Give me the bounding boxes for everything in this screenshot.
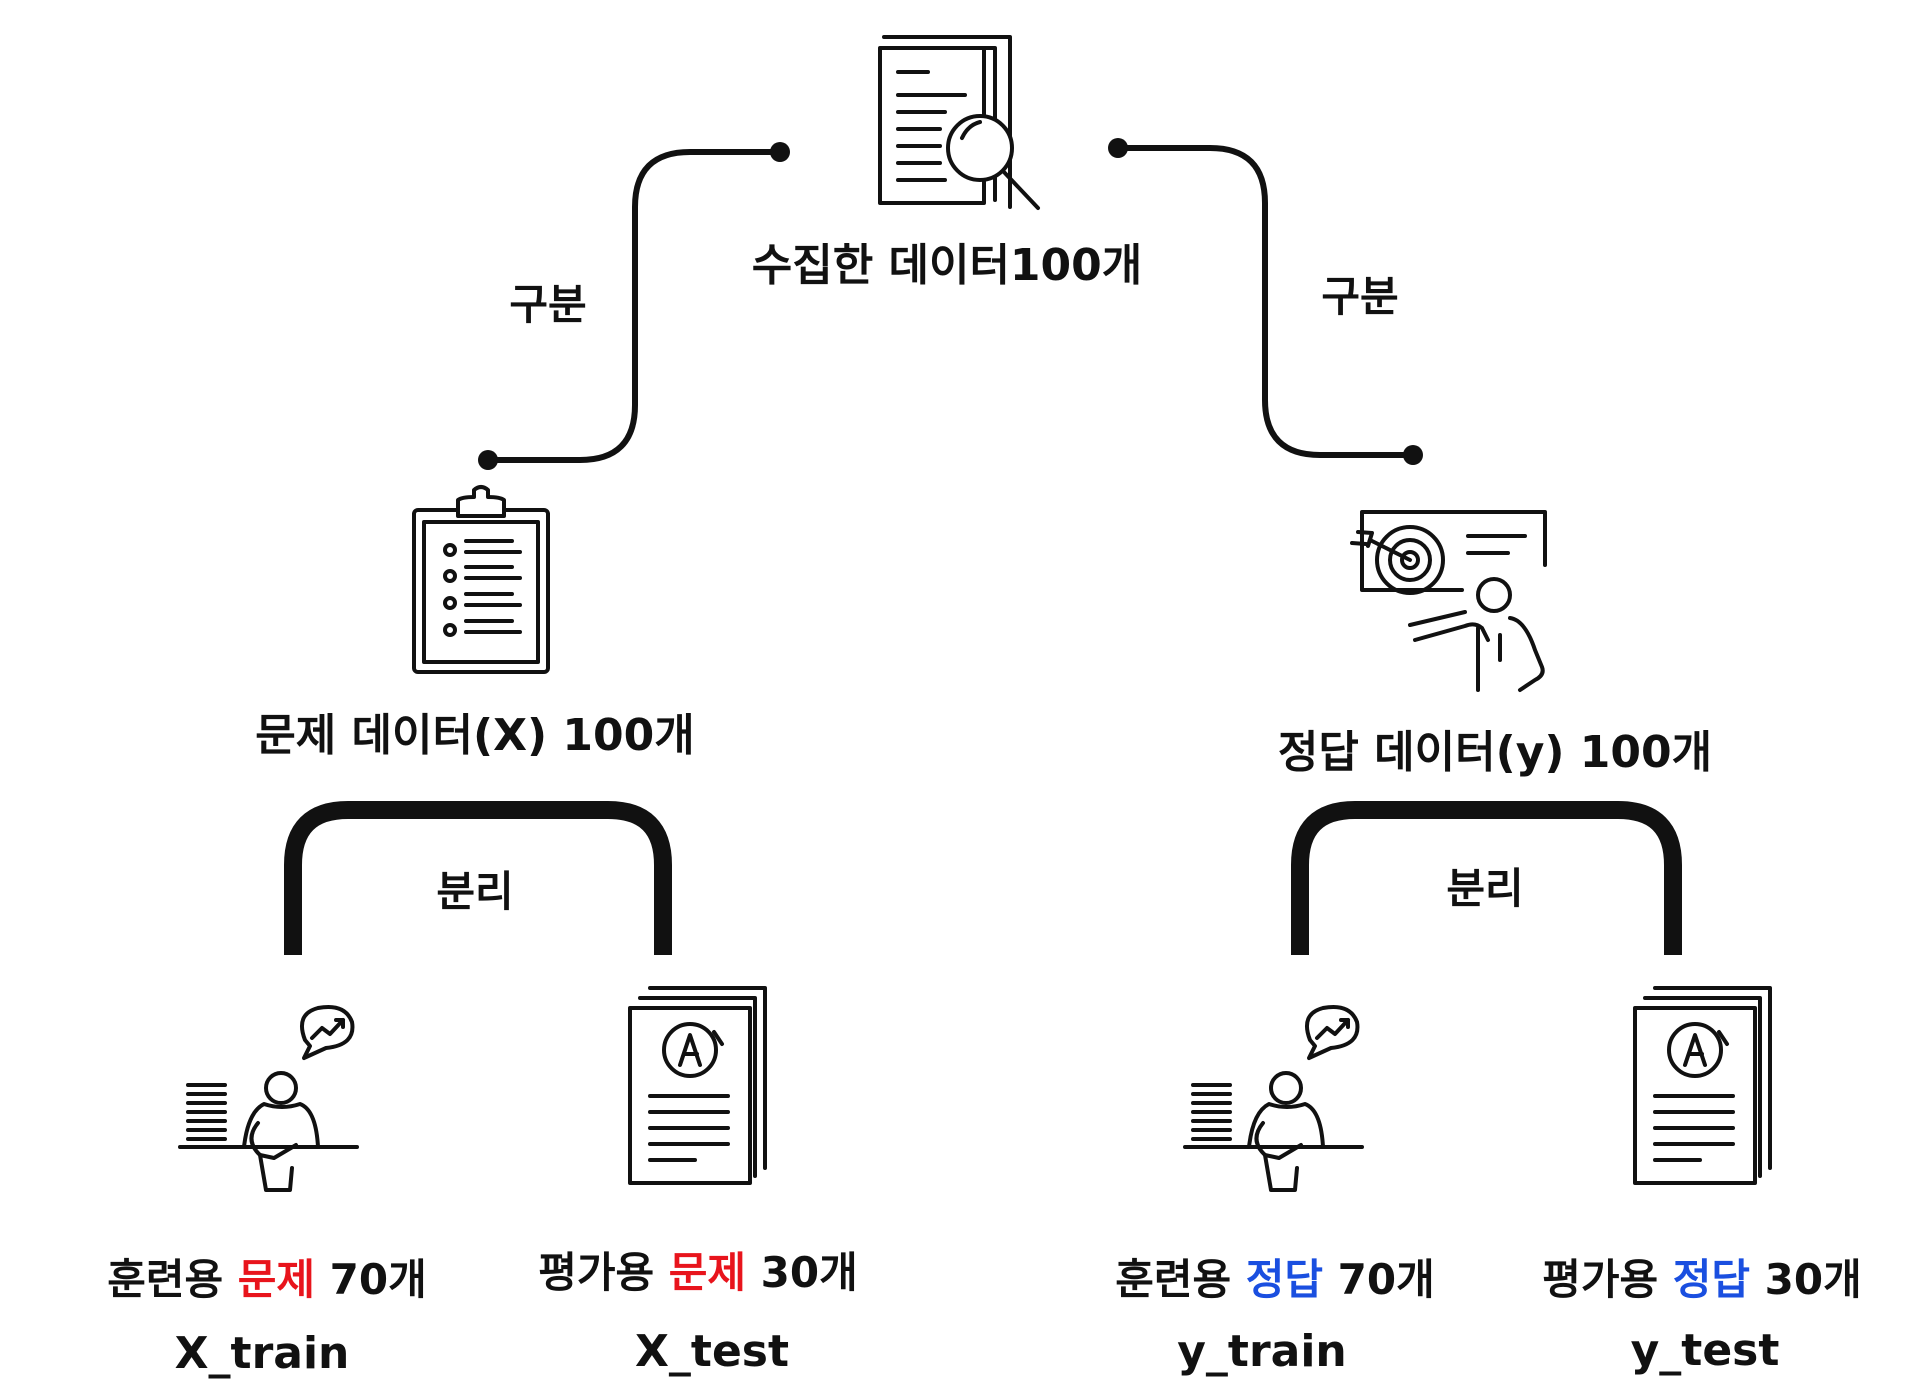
x-test-variable: X_test [634, 1326, 790, 1377]
suffix-text: 30개 [760, 1248, 858, 1297]
highlight-text: 정답 [1672, 1255, 1751, 1304]
divide-label-right: 구분 [1321, 272, 1399, 321]
split-bracket-answer [1291, 801, 1682, 955]
connector-root-to-problem [478, 142, 790, 470]
x-test-count-label: 평가용 문제 30개 [538, 1248, 858, 1298]
x-train-variable: X_train [174, 1328, 350, 1379]
highlight-text: 문제 [237, 1255, 316, 1304]
suffix-text: 30개 [1764, 1255, 1862, 1304]
split-label-answer: 분리 [1446, 864, 1524, 913]
student-thinking-icon [178, 1005, 359, 1192]
student-thinking-icon [1183, 1005, 1364, 1192]
prefix-text: 훈련용 [107, 1255, 224, 1304]
answer-data-title: 정답 데이터(y) 100개 [1277, 727, 1713, 778]
suffix-text: 70개 [329, 1255, 427, 1304]
x-train-count-label: 훈련용 문제 70개 [107, 1255, 427, 1305]
split-bracket-problem [284, 801, 672, 955]
prefix-text: 훈련용 [1115, 1255, 1232, 1304]
divide-label-left: 구분 [509, 280, 587, 329]
graded-paper-icon [628, 986, 767, 1185]
highlight-text: 정답 [1245, 1255, 1324, 1304]
suffix-text: 70개 [1337, 1255, 1435, 1304]
document-search-icon [878, 35, 1040, 210]
prefix-text: 평가용 [538, 1248, 655, 1297]
y-test-count-label: 평가용 정답 30개 [1542, 1255, 1862, 1305]
y-train-count-label: 훈련용 정답 70개 [1115, 1255, 1435, 1305]
connector-root-to-answer [1108, 138, 1423, 465]
prefix-text: 평가용 [1542, 1255, 1659, 1304]
split-label-problem: 분리 [436, 867, 514, 916]
y-test-variable: y_test [1630, 1325, 1780, 1376]
target-presentation-icon [1350, 510, 1547, 692]
clipboard-checklist-icon [412, 485, 550, 674]
problem-data-title: 문제 데이터(X) 100개 [255, 710, 695, 761]
highlight-text: 문제 [668, 1248, 747, 1297]
root-title: 수집한 데이터100개 [751, 240, 1143, 291]
graded-paper-icon [1633, 986, 1772, 1185]
y-train-variable: y_train [1177, 1326, 1347, 1377]
